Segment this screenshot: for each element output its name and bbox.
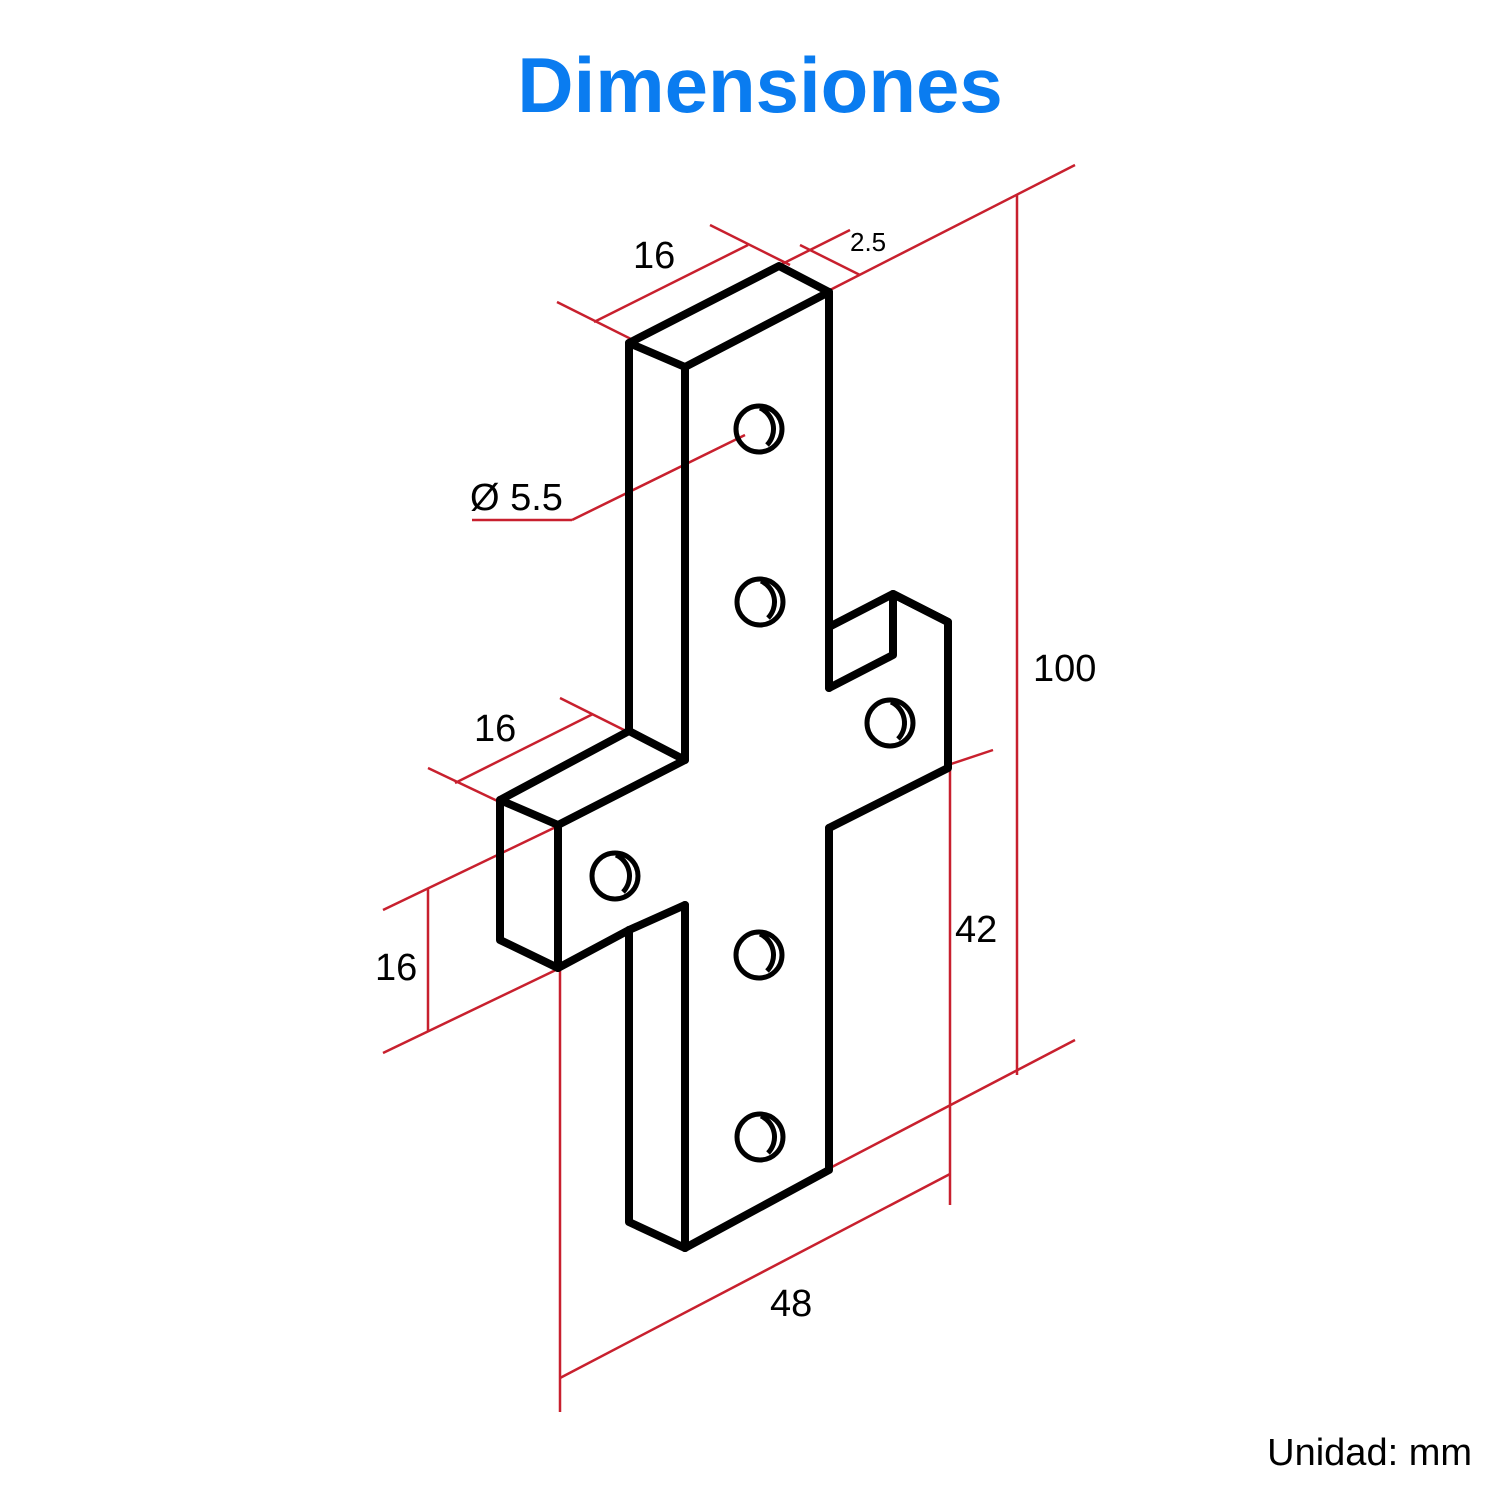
dim-hole-diameter: Ø 5.5 [470,477,563,519]
page-title: Dimensiones [517,41,1003,129]
hole-icon [734,1111,786,1163]
dim-total-height: 100 [1033,648,1096,690]
dim-lower-height: 42 [955,909,997,951]
unit-note: Unidad: mm [1267,1432,1472,1474]
part-outline [496,262,952,1252]
mounting-holes [589,403,916,1163]
hole-icon [733,403,785,455]
dim-top-width: 16 [633,235,675,277]
hole-icon [733,929,785,981]
dim-arm-height: 16 [375,947,417,989]
hole-icon [589,850,641,902]
dim-thickness: 2.5 [850,227,886,257]
hole-icon [864,697,916,749]
dim-arm-width: 16 [474,708,516,750]
hole-icon [734,576,786,628]
dim-total-width: 48 [770,1283,812,1325]
dimension-lines [382,163,1076,1412]
